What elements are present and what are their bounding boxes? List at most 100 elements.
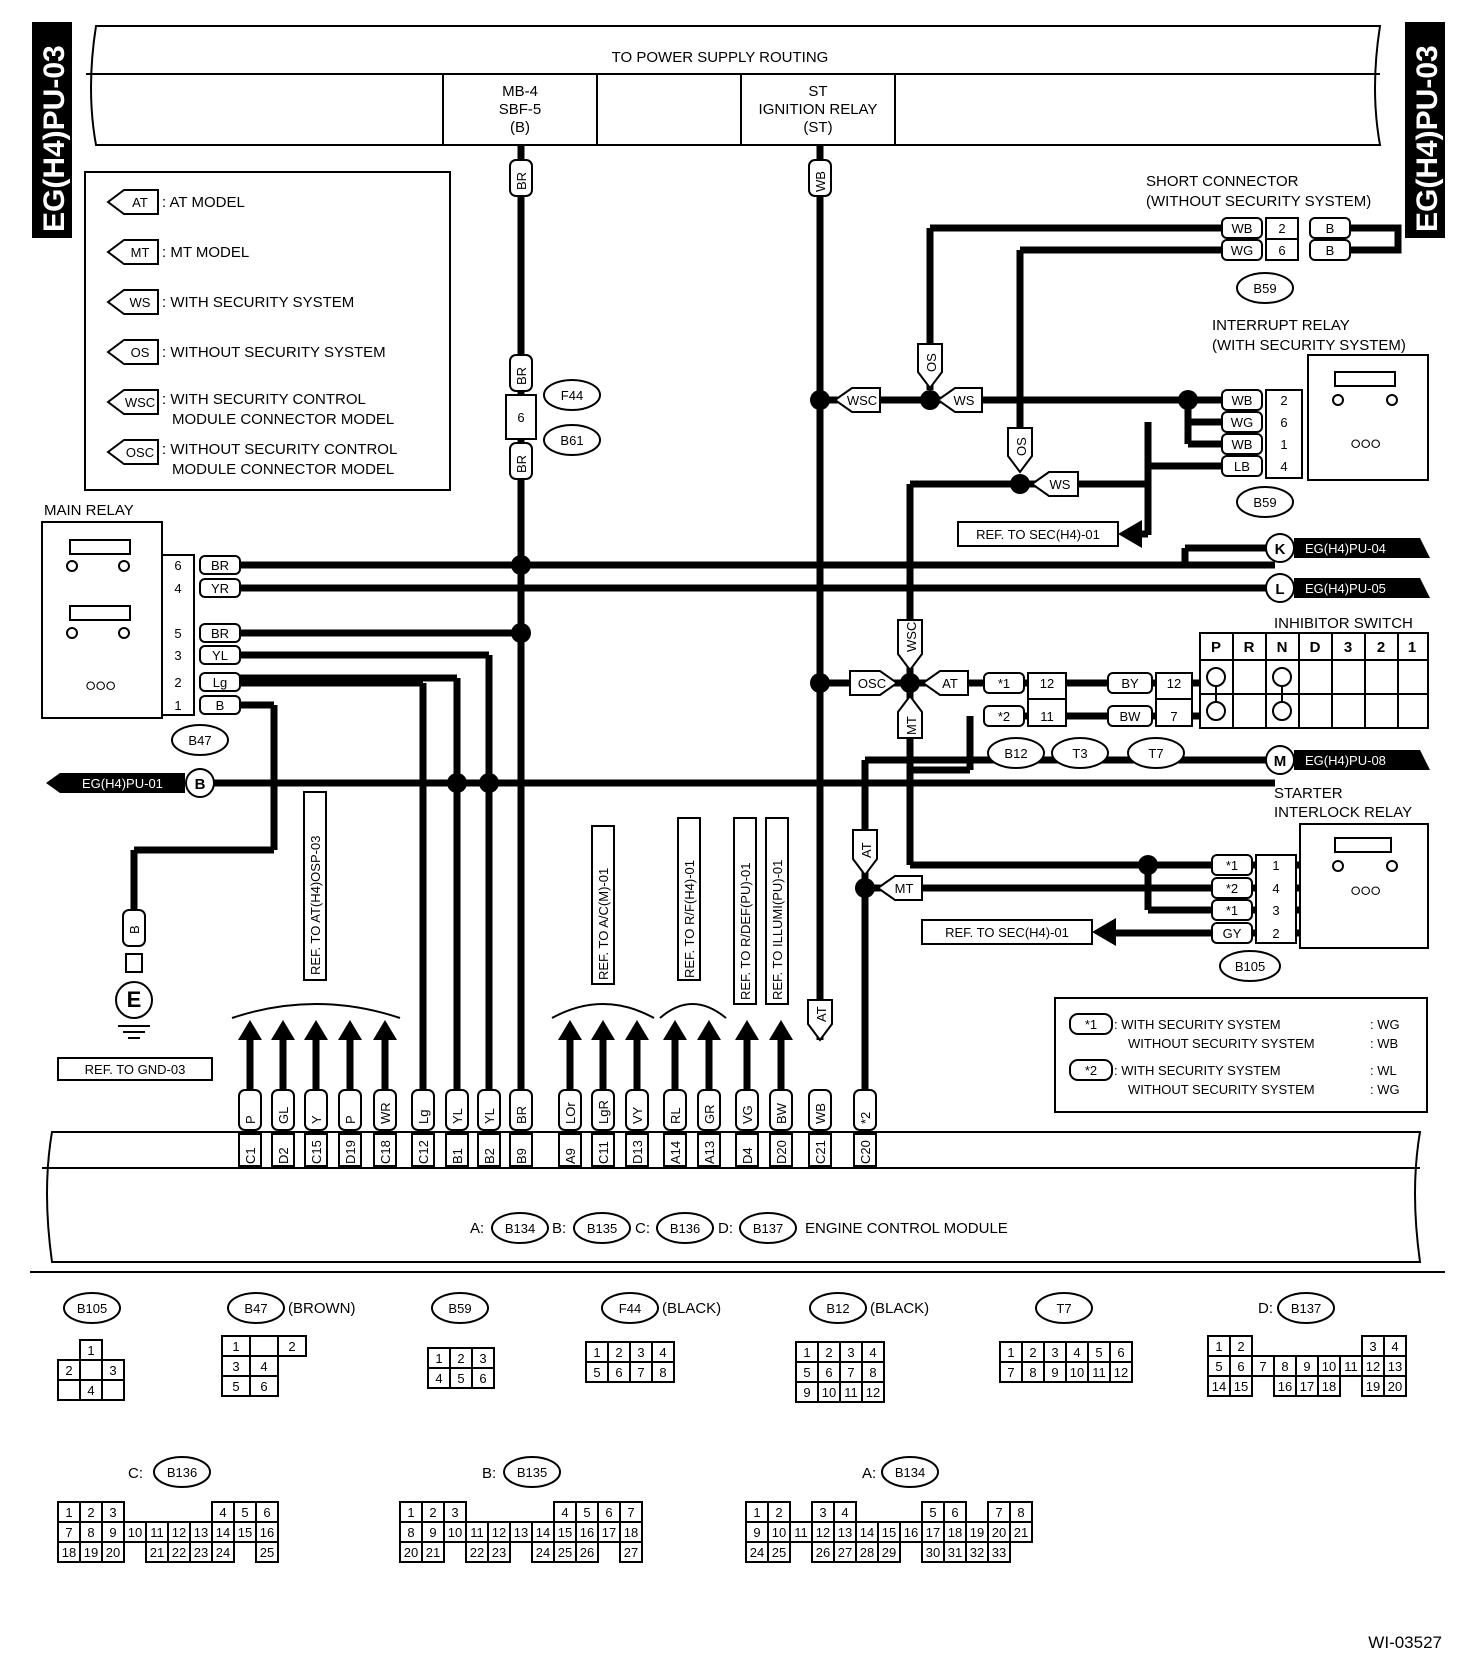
svg-text:N: N (1277, 639, 1288, 656)
main-relay: MAIN RELAY ഠഠഠ 6 4 5 3 2 1 BR YR BR YL L… (41, 502, 241, 756)
svg-text:WS: WS (954, 393, 975, 408)
svg-text:8: 8 (1281, 1359, 1288, 1374)
svg-text:2: 2 (65, 1363, 72, 1378)
svg-text:B:: B: (482, 1465, 496, 1482)
svg-text:OSC: OSC (858, 676, 886, 691)
legend-os: OS : WITHOUT SECURITY SYSTEM (106, 339, 386, 365)
svg-text:20: 20 (1388, 1379, 1402, 1394)
svg-text:18: 18 (62, 1545, 76, 1560)
svg-text:10: 10 (822, 1385, 836, 1400)
page-code-tab-left: EG(H4)PU-03 (32, 22, 72, 238)
svg-text:(BROWN): (BROWN) (288, 1300, 356, 1317)
svg-text:9: 9 (429, 1525, 436, 1540)
svg-text:*2: *2 (1226, 881, 1238, 896)
svg-text:16: 16 (904, 1525, 918, 1540)
ecm-pin-label: D19 (343, 1140, 358, 1164)
vertical-refs: REF. TO AT(H4)OSP-03 REF. TO A/C(M)-01 R… (231, 791, 793, 1040)
svg-text:: WG: : WG (1370, 1082, 1400, 1097)
svg-text:EG(H4)PU-08: EG(H4)PU-08 (1305, 753, 1386, 768)
svg-text:: WITH SECURITY SYSTEM: : WITH SECURITY SYSTEM (1114, 1063, 1281, 1078)
svg-text:12: 12 (866, 1385, 880, 1400)
svg-text:: WITHOUT SECURITY SYSTEM: : WITHOUT SECURITY SYSTEM (162, 344, 386, 361)
ecm-wire-tag: BR (514, 1106, 529, 1124)
svg-text:7: 7 (995, 1505, 1002, 1520)
svg-text:6: 6 (1280, 415, 1287, 430)
view-b137-label: B137 (1291, 1301, 1321, 1316)
ecm-pin-label: A14 (668, 1141, 683, 1164)
svg-text:Lg: Lg (213, 675, 227, 690)
svg-text:9: 9 (1303, 1359, 1310, 1374)
svg-text:21: 21 (1014, 1525, 1028, 1540)
svg-text:2: 2 (429, 1505, 436, 1520)
svg-text:1: 1 (1408, 639, 1416, 656)
svg-text:1: 1 (435, 1351, 442, 1366)
svg-text:B47: B47 (188, 733, 211, 748)
svg-text:REF. TO R/DEF(PU)-01: REF. TO R/DEF(PU)-01 (738, 863, 753, 1000)
svg-text:5: 5 (583, 1505, 590, 1520)
svg-text:1: 1 (1280, 437, 1287, 452)
svg-text:INHIBITOR SWITCH: INHIBITOR SWITCH (1274, 615, 1413, 632)
page-code-right: EG(H4)PU-03 (1411, 45, 1444, 232)
svg-text:5: 5 (241, 1505, 248, 1520)
svg-text:6: 6 (479, 1371, 486, 1386)
svg-text:WG: WG (1231, 243, 1253, 258)
svg-text:OSC: OSC (126, 445, 154, 460)
svg-text:13: 13 (1388, 1359, 1402, 1374)
svg-text:29: 29 (882, 1545, 896, 1560)
svg-text:6: 6 (1237, 1359, 1244, 1374)
svg-text:5: 5 (929, 1505, 936, 1520)
svg-text:B: B (195, 776, 206, 793)
svg-text:P: P (1211, 639, 1221, 656)
svg-text:25: 25 (558, 1545, 572, 1560)
svg-text:WB: WB (1232, 393, 1253, 408)
b61-label: B61 (560, 433, 583, 448)
view-b135-label: B135 (517, 1465, 547, 1480)
svg-text:12: 12 (1167, 676, 1181, 691)
legend: AT : AT MODEL MT : MT MODEL WS : WITH SE… (84, 171, 451, 491)
svg-text:22: 22 (172, 1545, 186, 1560)
ecm-wire-tag: Lg (416, 1110, 431, 1124)
svg-text:: AT MODEL: : AT MODEL (162, 194, 245, 211)
view-b59-label: B59 (448, 1301, 471, 1316)
svg-text:T7: T7 (1148, 746, 1163, 761)
svg-text:: WITH SECURITY CONTROL: : WITH SECURITY CONTROL (162, 391, 366, 408)
ecm-wire-tag: LOr (563, 1102, 578, 1124)
svg-text:3: 3 (109, 1363, 116, 1378)
svg-text:6: 6 (825, 1365, 832, 1380)
svg-text:12: 12 (492, 1525, 506, 1540)
svg-text:23: 23 (194, 1545, 208, 1560)
svg-text:5: 5 (593, 1365, 600, 1380)
ecm-pin-label: C1 (243, 1147, 258, 1164)
short-connector: SHORT CONNECTOR (WITHOUT SECURITY SYSTEM… (1146, 173, 1402, 304)
svg-text:11: 11 (1092, 1365, 1106, 1380)
svg-text:(WITHOUT SECURITY SYSTEM): (WITHOUT SECURITY SYSTEM) (1146, 193, 1371, 210)
ecm-wire-tag: WR (378, 1102, 393, 1124)
svg-text:3: 3 (637, 1345, 644, 1360)
svg-text:21: 21 (150, 1545, 164, 1560)
ecm-wire-tag: BW (774, 1102, 789, 1124)
svg-text:B137: B137 (753, 1221, 783, 1236)
inhibitor-switch: INHIBITOR SWITCH P R N D 3 2 1 BY BW 12 … (983, 615, 1429, 769)
svg-text:23: 23 (492, 1545, 506, 1560)
svg-text:(BLACK): (BLACK) (662, 1300, 721, 1317)
ecm-pin-label: C18 (378, 1140, 393, 1164)
svg-text:14: 14 (860, 1525, 874, 1540)
svg-text:: WG: : WG (1370, 1017, 1400, 1032)
svg-text:C:: C: (128, 1465, 143, 1482)
svg-text:8: 8 (407, 1525, 414, 1540)
svg-text:22: 22 (470, 1545, 484, 1560)
svg-text:11: 11 (1344, 1359, 1358, 1374)
svg-text:4: 4 (87, 1383, 94, 1398)
svg-text:3: 3 (479, 1351, 486, 1366)
svg-text:3: 3 (1344, 639, 1352, 656)
svg-text:B:: B: (552, 1220, 566, 1237)
svg-text:1: 1 (1007, 1345, 1014, 1360)
svg-text:5: 5 (1215, 1359, 1222, 1374)
svg-text:15: 15 (558, 1525, 572, 1540)
svg-text:L: L (1275, 581, 1284, 598)
svg-text:4: 4 (174, 581, 181, 596)
svg-text:WSC: WSC (125, 395, 155, 410)
svg-text:3: 3 (1051, 1345, 1058, 1360)
ecm-pin-label: C21 (813, 1140, 828, 1164)
